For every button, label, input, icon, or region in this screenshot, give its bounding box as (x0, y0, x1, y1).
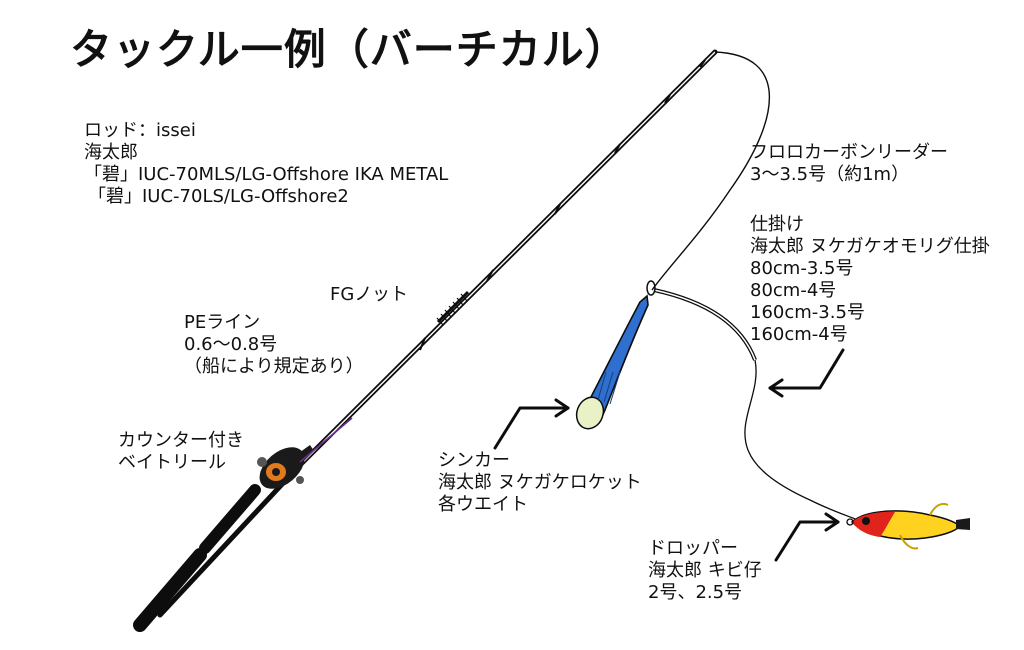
page-title: タックル一例（バーチカル） (70, 25, 628, 74)
dropper-label-line: 2号、2.5号 (648, 582, 743, 603)
pe-line-label-line: 0.6〜0.8号 (184, 334, 278, 355)
sinker-label-line: 海太郎 ヌケガケロケット (438, 472, 642, 493)
pe-line-label-line: （船により規定あり） (184, 356, 364, 377)
rig-label-line: 80cm-4号 (750, 280, 837, 301)
reel-label: カウンター付き ベイトリール (118, 430, 244, 474)
rig-label-line: 海太郎 ヌケガケオモリグ仕掛 (750, 236, 990, 257)
pe-line-label-line: PEライン (184, 312, 261, 333)
rod-label-line: 海太郎 (84, 142, 138, 163)
sinker-label: シンカー 海太郎 ヌケガケロケット 各ウエイト (438, 450, 642, 516)
dropper-line (744, 359, 859, 521)
leader-label-line: 3〜3.5号（約1m） (750, 164, 910, 185)
swivel (646, 280, 656, 296)
rod-label-line: 「碧」IUC-70LS/LG-Offshore2 (88, 186, 349, 207)
dropper-label-line: 海太郎 キビ仔 (648, 560, 762, 581)
pointer-arrows (493, 348, 845, 562)
leader-line (651, 51, 771, 291)
sinker (575, 294, 649, 430)
rig-label-line: 仕掛け (750, 214, 804, 235)
rig-label-line: 160cm-4号 (750, 324, 848, 345)
rig-arm (653, 288, 757, 361)
reel-label-line: カウンター付き (118, 430, 244, 451)
dropper-label-line: ドロッパー (648, 538, 738, 559)
sinker-label-line: 各ウエイト (438, 494, 528, 515)
fg-knot (436, 290, 470, 326)
pe-line-label: PEライン 0.6〜0.8号 （船により規定あり） (184, 312, 364, 378)
rod-label-line: 「碧」IUC-70MLS/LG-Offshore IKA METAL (84, 164, 449, 185)
rig-label-line: 80cm-3.5号 (750, 258, 854, 279)
sinker-label-line: シンカー (438, 450, 510, 471)
egi-lure (846, 502, 970, 550)
rig-label: 仕掛け 海太郎 ヌケガケオモリグ仕掛 80cm-3.5号 80cm-4号 160… (750, 214, 990, 346)
reel (257, 445, 314, 489)
rod-label: ロッド：issei 海太郎 「碧」IUC-70MLS/LG-Offshore I… (84, 120, 448, 208)
rod-label-line: ロッド：issei (84, 120, 196, 141)
fg-knot-label: FGノット (330, 284, 408, 305)
leader-label-line: フロロカーボンリーダー (750, 142, 948, 163)
pe-line (299, 417, 353, 463)
leader-label: フロロカーボンリーダー 3〜3.5号（約1m） (750, 142, 948, 186)
reel-label-line: ベイトリール (118, 452, 226, 473)
rig-label-line: 160cm-3.5号 (750, 302, 865, 323)
dropper-label: ドロッパー 海太郎 キビ仔 2号、2.5号 (648, 538, 762, 604)
